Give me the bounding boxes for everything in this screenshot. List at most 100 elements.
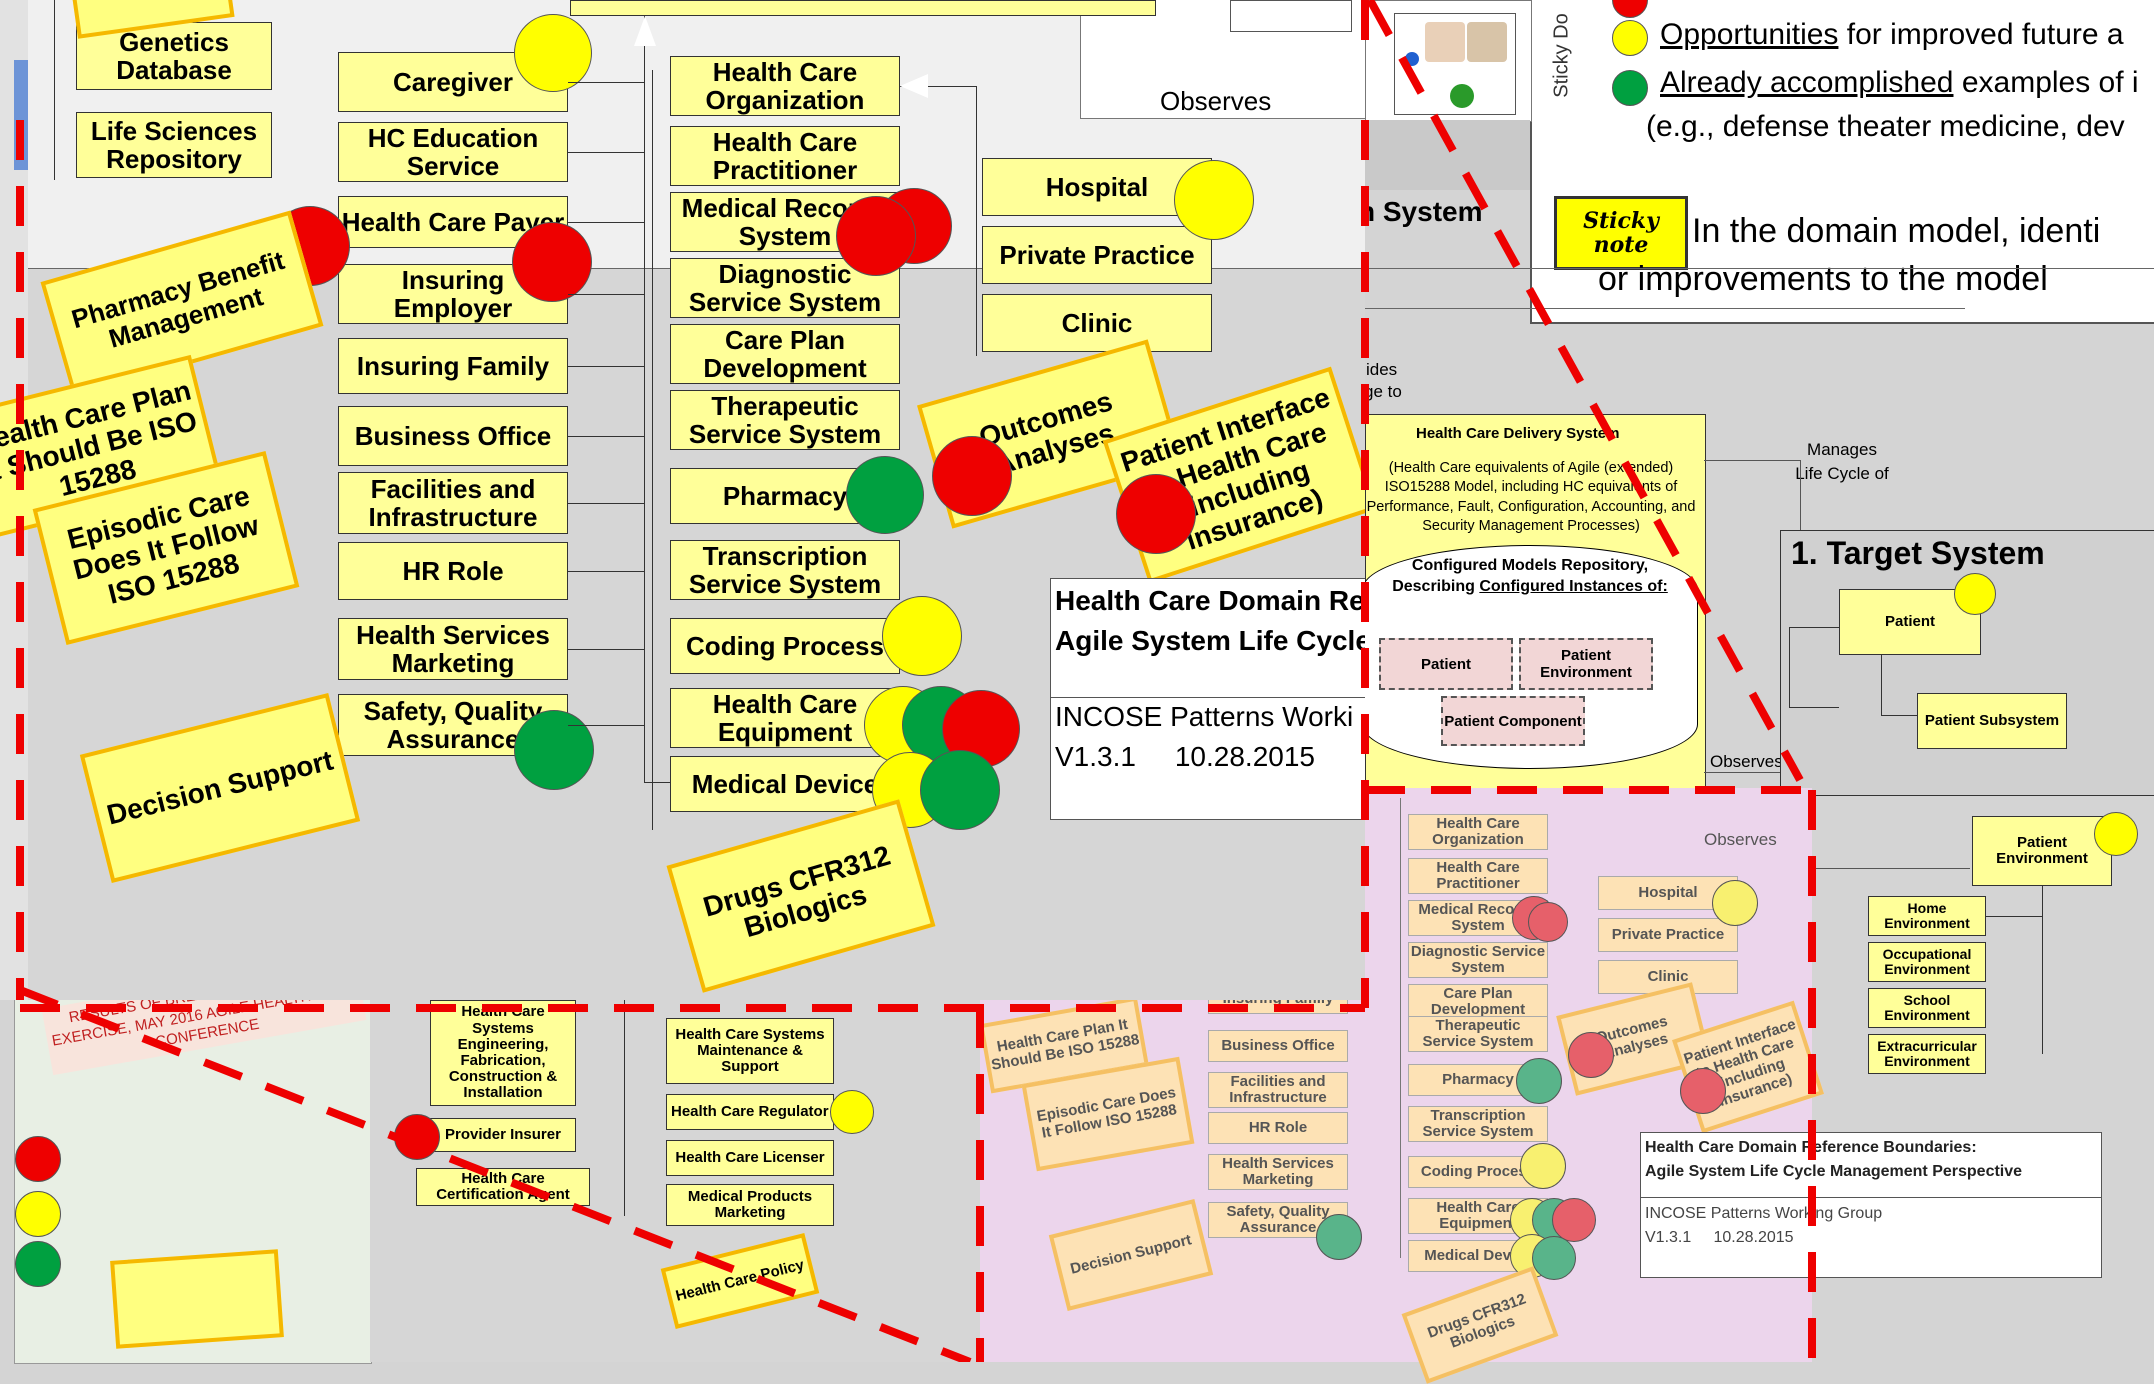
bottom-middle-panel: Health Care Systems Engineering, Fabrica… [370,996,980,1362]
sticky-note-sample: Sticky note [1554,196,1688,270]
small-hr-role: HR Role [1208,1112,1348,1144]
small-hs-marketing: Health Services Marketing [1208,1154,1348,1190]
zoom-facilities: Facilities and Infrastructure [338,472,568,534]
small-transcription: Transcription Service System [1408,1106,1548,1142]
small-business-office: Business Office [1208,1030,1348,1062]
zoom-insuring-family: Insuring Family [338,338,568,394]
zoom-title-1: Health Care Domain Re [1055,585,1365,616]
hc-regulator: Health Care Regulator [666,1094,834,1130]
small-title-box: Health Care Domain Reference Boundaries:… [1640,1132,2102,1278]
env-occupational: Occupational Environment [1868,942,1986,982]
legend-opportunities: Opportunities for improved future a [1660,18,2124,51]
hcds-description: (Health Care equivalents of Agile (exten… [1366,460,1696,534]
red-dot-icon [1116,474,1196,554]
zoom-therapeutic: Therapeutic Service System [670,390,900,450]
small-private-practice: Private Practice [1598,918,1738,952]
bottom-left-panel: RESULTS OF BREAKOUT SESSION ... EXERCISE… [14,950,372,1364]
green-dot-icon [1612,70,1648,106]
dash-diag-top [1366,0,1804,782]
hc-licenser: Health Care Licenser [666,1140,834,1176]
green-dot-icon [1516,1058,1562,1104]
green-dot-icon [846,456,924,534]
target-patient-subsystem: Patient Subsystem [1917,693,2067,749]
green-dot-icon [514,710,594,790]
legend-domain-text-2: or improvements to the model [1598,260,2048,298]
zoom-version: V1.3.1 10.28.2015 [1055,741,1315,772]
repo-patient-component: Patient Component [1441,696,1585,746]
small-group: INCOSE Patterns Working Group [1645,1205,1883,1222]
green-dot-icon [920,750,1000,830]
env-school: School Environment [1868,988,1986,1028]
yellow-dot-icon [1954,573,1996,615]
zoom-title-2: Agile System Life Cycle [1055,625,1365,656]
yellow-dot-icon [1520,1143,1566,1189]
medical-products-marketing: Medical Products Marketing [666,1184,834,1226]
hc-delivery-system: Health Care Delivery System (Health Care… [1362,414,1706,791]
green-dot-icon [15,1241,61,1287]
yellow-dot-icon [882,596,962,676]
legend-accomplished: Already accomplished examples of i [1660,66,2139,99]
zoom-top-box [570,0,1156,16]
red-dot-icon [932,436,1012,516]
yellow-dot-icon [2094,812,2138,856]
zoom-hc-payer: Health Care Payer [338,196,568,248]
small-title-2: Agile System Life Cycle Management Persp… [1645,1163,2023,1180]
red-dot-icon [1528,902,1568,942]
zoom-hc-practitioner: Health Care Practitioner [670,126,900,186]
hc-systems-maintenance: Health Care Systems Maintenance & Suppor… [666,1018,834,1084]
red-dot-icon [1680,1068,1726,1114]
yellow-dot-icon [15,1191,61,1237]
small-facilities: Facilities and Infrastructure [1208,1072,1348,1108]
zoom-hc-education: HC Education Service [338,122,568,182]
provides-label: ides [1366,360,1398,379]
target-system-title: 1. Target System [1791,535,2045,571]
zoom-diagnostic: Diagnostic Service System [670,258,900,318]
zoom-transcription: Transcription Service System [670,540,900,600]
manages-label: Manages Life Cycle of [1795,440,1889,483]
repo-patient: Patient [1379,638,1513,690]
target-env-thumbnail [1394,13,1516,115]
models-repository: Configured Models Repository,Describing … [1362,545,1698,769]
zoom-title-box: Health Care Domain Re Agile System Life … [1050,578,1365,820]
system-title: n System [1358,196,1483,227]
zoom-coding-process: Coding Process [670,618,900,674]
zoom-hc-equipment: Health Care Equipment [670,688,900,748]
env-extracurricular: Extracurricular Environment [1868,1034,1986,1074]
small-version: V1.3.1 10.28.2015 [1645,1229,1794,1246]
zoom-hc-organization: Health Care Organization [670,56,900,116]
generalization-arrow-icon-2 [900,74,928,98]
provider-insurer: Provider Insurer [430,1118,576,1152]
zoom-business-office: Business Office [338,406,568,466]
red-dot-icon [1568,1032,1614,1078]
repo-patient-env: Patient Environment [1519,638,1653,690]
zoom-hr-role: HR Role [338,542,568,600]
yellow-dot-icon [1712,880,1758,926]
zoom-observes-label: Observes [1160,86,1272,116]
small-therapeutic: Therapeutic Service System [1408,1016,1548,1052]
header-panel [1365,0,1532,122]
small-equipment: Health Care Equipment [1408,1198,1548,1234]
globe-icon [1450,84,1474,108]
repo-title: Configured Models Repository,Describing … [1392,557,1668,595]
small-diagnostic: Diagnostic Service System [1408,942,1548,978]
observes-label-2: Observes [1704,830,1777,849]
zoom-private-practice: Private Practice [982,226,1212,284]
red-dot-icon [836,196,916,276]
hcds-title: Health Care Delivery System [1416,425,1620,442]
yellow-dot-icon [514,14,592,92]
provides-label-2: ge to [1364,382,1402,401]
generalization-arrow-icon [634,16,656,46]
zoom-group: INCOSE Patterns Worki [1055,701,1354,732]
yellow-dot-icon [1174,160,1254,240]
zoom-life-sciences-repository: Life Sciences Repository [76,112,272,178]
red-dot-icon [1552,1198,1596,1242]
header-strip [1365,120,1530,190]
red-dot-icon [15,1136,61,1182]
yellow-dot-icon [830,1090,874,1134]
small-care-plan: Care Plan Development [1408,984,1548,1020]
target-patient-environment: Patient Environment [1972,816,2112,886]
zoom-hospital: Hospital [982,158,1212,216]
hc-systems-engineering: Health Care Systems Engineering, Fabrica… [430,1000,576,1106]
dash-diag-bottom [18,986,972,1362]
